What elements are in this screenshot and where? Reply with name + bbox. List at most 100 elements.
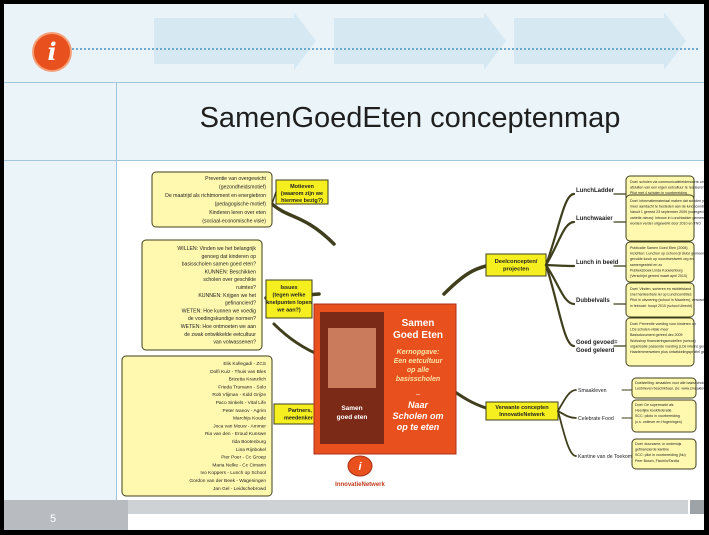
deelconcept-name: Lunchwaaier bbox=[576, 216, 613, 222]
deelconcept-note bbox=[625, 194, 695, 242]
deelconcept-item: Vanuit 1 gereed 23 september 2009 (vormg… bbox=[630, 210, 704, 214]
deelconcept-item: Doel: Vinden, sorteren en middelstand bbox=[630, 287, 691, 291]
deelconcepten-label-box bbox=[485, 253, 547, 277]
partners-item: Frieda Trumann - Solo bbox=[218, 384, 266, 390]
deelconcept-name: LunchLadder bbox=[576, 188, 615, 194]
verwante-item: gefinancierde kantine bbox=[635, 448, 669, 452]
branch-line bbox=[544, 263, 576, 268]
partners-item: Lina Rijnbokel bbox=[236, 447, 266, 453]
center-title: Samen bbox=[402, 318, 435, 329]
verwante-item: SCC: pilot in voorbereiding (Nu) bbox=[635, 453, 686, 457]
partners-item: Joca van Mouw - Ammer bbox=[213, 423, 266, 429]
footer-bar-end bbox=[690, 500, 704, 514]
verwante-item: Doel: De supermarkt als bbox=[635, 403, 674, 407]
deelconcept-item: meer aandacht te besteden aan de lunchco… bbox=[630, 205, 704, 209]
grid-line bbox=[4, 82, 704, 83]
branch-line bbox=[544, 263, 576, 348]
center-dash: – bbox=[416, 391, 420, 398]
deelconcept-name: Dubbelvalls bbox=[576, 298, 610, 304]
issues-note bbox=[141, 239, 263, 351]
motieven-label: hiermee bezig?) bbox=[281, 198, 323, 204]
issues-label: knelpunten lopen bbox=[266, 300, 312, 306]
deelconcept-item: organisatie passende voeding (LDs intern… bbox=[630, 344, 704, 348]
partners-label: meedenkers bbox=[284, 416, 316, 422]
deelconcept-name: Lunch in beeld bbox=[576, 260, 619, 266]
center-tag: Naar bbox=[408, 400, 429, 410]
grid-line bbox=[4, 160, 704, 161]
deelconcept-name: Goed gevoed= bbox=[576, 340, 618, 346]
center-subtitle: Kernopgave: bbox=[397, 349, 440, 356]
center-subtitle: Een eetcultuur bbox=[394, 358, 444, 365]
footer-bar bbox=[128, 500, 688, 514]
innovatienetwerk-bottom-logo-icon bbox=[347, 455, 373, 477]
verwante-label: InnovatieNetwerk bbox=[499, 412, 545, 418]
verwante-note bbox=[631, 438, 697, 470]
issues-item: van volwassenen? bbox=[213, 340, 256, 346]
issues-item: KUNNEN: Beschikken bbox=[205, 269, 256, 275]
issues-item: genoeg dat kinderen op bbox=[201, 254, 256, 260]
partners-item: Elis Kollegadi - ZCS bbox=[223, 361, 266, 367]
header-arrow-decoration bbox=[154, 12, 316, 70]
partners-item: Rob Vlijman - Kidd Grijze bbox=[212, 392, 266, 398]
deelconcept-item: Pilot met 4 scholen in voorbereiding bbox=[630, 191, 687, 195]
issues-label: (tegen welke bbox=[272, 293, 305, 299]
partners-item: Maria Nelke - Cc Cimarin bbox=[212, 462, 266, 468]
partners-item: Ivo Koppers - Lunch op School bbox=[200, 470, 266, 476]
header-arrow-decoration bbox=[334, 12, 506, 70]
partners-item: Peter Ivanov - Agrim bbox=[223, 408, 266, 414]
verwante-name: Celebrate Food bbox=[578, 416, 614, 422]
logo-glyph: i bbox=[358, 461, 362, 473]
deelconcept-item: Pilot in uitvoering (school in Maarlem),… bbox=[630, 298, 704, 302]
motieven-item: Kinderen leren over eten bbox=[209, 210, 266, 216]
title-band bbox=[116, 82, 704, 160]
verwante-item: Peer Busch, Fischlin/Tarclia bbox=[635, 459, 679, 463]
center-subtitle: basisscholen bbox=[396, 376, 440, 383]
branch-line bbox=[557, 389, 577, 412]
header-dotted-line bbox=[68, 48, 698, 50]
partners-item: Jan Gel - Leidschebrowd bbox=[213, 486, 266, 492]
branch-line bbox=[557, 410, 577, 419]
verwante-item: Doel: duurzame, in onderwijs bbox=[635, 442, 682, 446]
center-photo-child bbox=[328, 328, 376, 388]
deelconcepten-label: projecten bbox=[503, 267, 530, 273]
verwante-item: (c.s. unilever en Hogeningen) bbox=[635, 420, 682, 424]
branch-line bbox=[544, 192, 576, 267]
footer-block bbox=[4, 500, 128, 530]
partners-item: Ria van den - Eroud Kunswe bbox=[205, 431, 266, 437]
deelconcept-item: (Verschijnt gereed maart april 2010) bbox=[630, 274, 687, 278]
motieven-item: (gezondheidsmotief) bbox=[219, 185, 266, 191]
issues-item: ruimtes? bbox=[236, 285, 256, 291]
verwante-label: Verwante concepten bbox=[495, 405, 549, 411]
deelconcept-note bbox=[625, 241, 695, 283]
deelconcepten-label: Deelconcepten/ bbox=[495, 259, 538, 265]
motieven-label: (waarom zijn we bbox=[281, 191, 323, 197]
issues-item: WETEN: Hoe kunnen we voedig bbox=[182, 308, 257, 314]
logo-caption: InnovatieNetwerk bbox=[335, 482, 385, 488]
deelconcept-item: Publieksboek Linda Kooelenburg bbox=[630, 268, 683, 272]
verwante-name: Smaakleven bbox=[578, 388, 607, 394]
deelconcept-note bbox=[625, 282, 695, 318]
verwante-item: SCC: piloto in voorbereiding bbox=[635, 414, 680, 418]
issues-item: scholen over geschikte bbox=[203, 277, 256, 283]
deelconcept-item: worden verder uitgewerkt door 2010 en TN… bbox=[630, 221, 701, 225]
branch-line bbox=[442, 264, 488, 296]
branch-line bbox=[270, 202, 336, 246]
deelconcept-item: Haarlemmerweken plus ontwikkelingsprofie… bbox=[630, 350, 704, 354]
deelconcept-item: Basisdocument gereed dec 2009 bbox=[630, 333, 683, 337]
deelconcept-item: afsluiten van een eigen eetcultuur te re… bbox=[630, 186, 704, 190]
motieven-item: (pedagogische motief) bbox=[215, 202, 267, 208]
deelconcept-item: Workshop financieringsmodellen (school) bbox=[630, 339, 696, 343]
issues-item: gefinancierd? bbox=[225, 301, 256, 307]
partners-item: Dolfi Kuiz - Thuis van Bles bbox=[210, 369, 266, 375]
branch-line bbox=[557, 410, 577, 457]
partners-item: Marchijs Koude bbox=[233, 416, 266, 422]
verwante-note bbox=[631, 377, 697, 399]
header-arrow-decoration bbox=[514, 12, 686, 70]
deelconcept-item: samengesteld en zo bbox=[630, 263, 662, 267]
deelconcept-item: gevulde lunch op noordwestwerk org en bbox=[630, 257, 694, 261]
deelconcept-item: Doel: scholen via communicatieleiderswer… bbox=[630, 180, 704, 184]
center-subtitle: op alle bbox=[407, 367, 429, 374]
center-tag: Scholen om bbox=[392, 411, 443, 421]
issues-item: de voedingskundige normen? bbox=[188, 316, 256, 322]
center-photo-caption: Samen bbox=[341, 405, 362, 412]
